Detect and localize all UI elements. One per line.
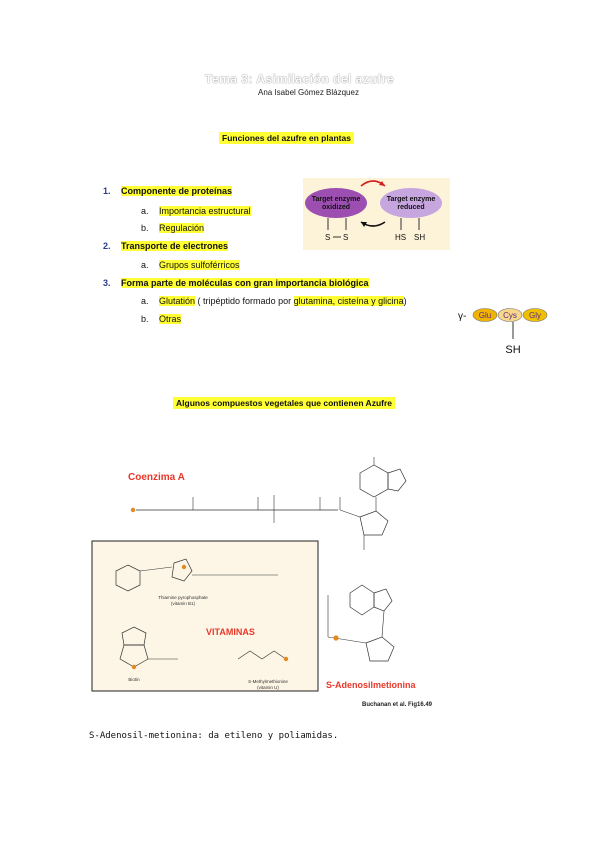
sub-text: Grupos sulfoférricos	[159, 260, 240, 270]
body-paragraph: S-Adenosil-metionina: da etileno y polia…	[89, 731, 339, 741]
pyrimidine-ring	[115, 564, 141, 592]
enzyme-reduced-label-bottom: reduced	[397, 204, 424, 211]
sub-text: Importancia estructural	[159, 206, 251, 216]
adenine-ring	[359, 464, 389, 498]
sulfur-atom	[181, 564, 187, 570]
enzyme-reduced-shape	[380, 188, 442, 218]
sulfur-right: S	[343, 233, 348, 242]
sam-glycosidic-bond	[381, 610, 385, 638]
enzyme-redox-figure: Target enzyme oxidized Target enzyme red…	[303, 178, 450, 250]
sub-text: Otras	[159, 314, 182, 324]
section-heading-funciones: Funciones del azufre en plantas	[219, 132, 354, 144]
list-label: Transporte de electrones	[121, 241, 229, 251]
list-label: Forma parte de moléculas con gran import…	[121, 278, 369, 288]
thiol-hs: HS	[395, 233, 406, 242]
sulfur-atom	[131, 664, 137, 670]
glutathione-figure: γ- Glu Cys Gly SH	[458, 308, 548, 356]
sulfur-compounds-figure: Coenzima A Thiamine pyrophosphate (vitam…	[91, 457, 433, 708]
sub-letter: b.	[141, 223, 149, 233]
arrowhead-right-icon	[379, 181, 385, 186]
list-subitem-2a: a. Grupos sulfoférricos	[141, 260, 240, 270]
enzyme-oxidized-label-bottom: oxidized	[322, 204, 350, 211]
arrowhead-left-icon	[361, 222, 367, 227]
list-subitem-1b: b. Regulación	[141, 223, 205, 233]
sulfur-atom	[283, 656, 289, 662]
sulfur-atom	[130, 507, 136, 513]
list-subitem-3a: a. Glutatión ( tripéptido formado por glu…	[141, 296, 407, 306]
list-item-1: 1. Componente de proteínas	[103, 186, 233, 196]
thiamine-caption: Thiamine pyrophosphate	[158, 595, 208, 600]
sub-text: Glutatión	[159, 296, 196, 306]
sub-text-amino-acids: glutamina, cisteína y glicina	[293, 296, 404, 306]
figure-citation: Buchanan et al. Fig16.49	[362, 702, 433, 708]
enzyme-reduced-label-top: Target enzyme	[387, 196, 436, 203]
list-number: 1.	[103, 186, 111, 196]
list-number: 2.	[103, 241, 111, 251]
vitamins-box	[91, 540, 319, 692]
sam-ribose-ring	[365, 636, 395, 662]
gamma-label: γ-	[458, 311, 466, 322]
methylmethionine-caption: S-Methylmethionine	[248, 679, 288, 684]
author-name: Ana Isabel Gómez Blázquez	[258, 88, 359, 97]
ester-bond	[339, 509, 361, 518]
sub-letter: a.	[141, 260, 149, 270]
gly-residue	[522, 308, 548, 322]
cys-residue	[497, 308, 523, 322]
sub-text-close: )	[403, 296, 407, 306]
vitaminas-label: VITAMINAS	[206, 627, 255, 637]
thiol-sh: SH	[414, 233, 425, 242]
sulfur-left: S	[325, 233, 330, 242]
sam-label: S-Adenosilmetionina	[326, 680, 417, 690]
list-item-2: 2. Transporte de electrones	[103, 241, 229, 251]
methylmethionine-subcaption: (vitamin U)	[257, 685, 279, 690]
thiamine-subcaption: (vitamin B1)	[171, 601, 196, 606]
ribose-ring	[359, 510, 389, 536]
biotin-ureido-ring	[121, 626, 147, 646]
enzyme-oxidized-shape	[305, 188, 367, 218]
glu-residue	[472, 308, 498, 322]
section-heading-compuestos: Algunos compuestos vegetales que contien…	[173, 397, 396, 409]
sub-letter: a.	[141, 296, 149, 306]
sam-imidazole-ring	[373, 588, 393, 612]
thiol-group: SH	[505, 344, 520, 356]
methylene-bond	[139, 566, 173, 572]
sam-adenine-ring	[349, 584, 375, 616]
imidazole-ring	[387, 468, 407, 492]
thiazole-ring	[171, 558, 193, 582]
cys-label: Cys	[503, 311, 517, 320]
sub-letter: b.	[141, 314, 149, 324]
list-number: 3.	[103, 278, 111, 288]
enzyme-oxidized-label-top: Target enzyme	[312, 196, 361, 203]
methylmethionine-chain	[237, 650, 287, 660]
list-subitem-3b: b. Otras	[141, 314, 182, 324]
coenzyme-a-label: Coenzima A	[128, 472, 185, 483]
biotin-thiophane-ring	[119, 644, 149, 668]
list-item-3: 3. Forma parte de moléculas con gran impo…	[103, 278, 369, 288]
list-label: Componente de proteínas	[121, 186, 233, 196]
biotin-caption: Biotin	[128, 677, 140, 682]
sub-text-mid: ( tripéptido formado por	[195, 296, 294, 306]
sub-letter: a.	[141, 206, 149, 216]
list-subitem-1a: a. Importancia estructural	[141, 206, 251, 216]
gly-label: Gly	[529, 311, 541, 320]
sulfonium-atom	[333, 635, 339, 641]
document-title: Tema 3: Asimilación del azufre	[204, 72, 395, 86]
sub-text: Regulación	[159, 223, 205, 233]
glu-label: Glu	[479, 311, 491, 320]
